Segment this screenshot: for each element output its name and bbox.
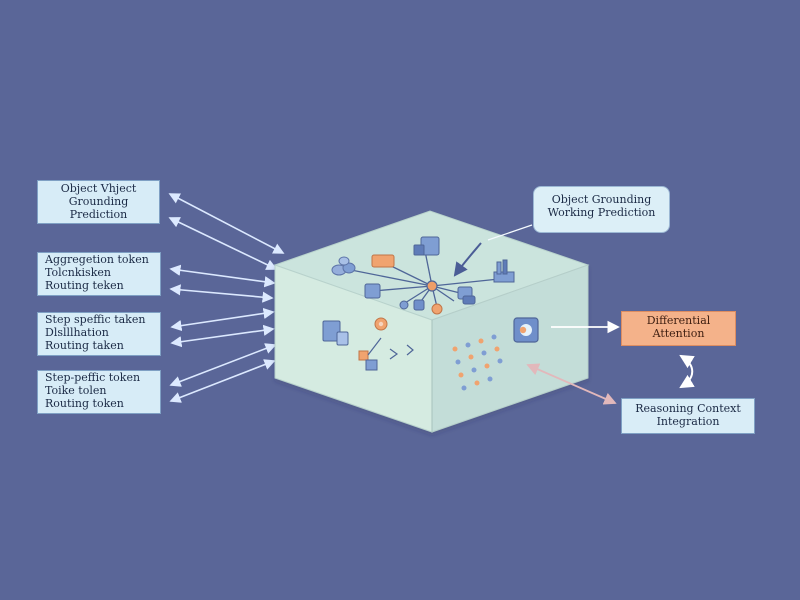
object-grounding-line-2: Grounding — [68, 194, 129, 208]
network-link — [345, 268, 433, 287]
cube-group — [273, 210, 590, 433]
callout-leader-line — [487, 224, 533, 241]
object-working-prediction-callout: Object Grounding Working Prediction — [533, 186, 670, 233]
network-node-top-machine — [413, 236, 440, 256]
arrow-to-reasoning-context — [526, 363, 617, 405]
connector-distillation-bottom — [170, 324, 275, 348]
network-link — [372, 285, 433, 292]
object-grounding-line-3: Prediction — [69, 207, 128, 221]
connector-step-top — [169, 343, 277, 387]
right-face-dot-grid — [452, 334, 503, 391]
arrow-between-right-boxes — [679, 354, 695, 389]
connector-object-top — [168, 193, 285, 254]
distillation-line-3: Routing taken — [45, 338, 124, 352]
aggregation-line-2: Tolcnkisken — [45, 265, 111, 279]
front-icon-orange-flow — [358, 337, 382, 371]
callout-line-1: Object Grounding — [551, 193, 652, 206]
network-node-left-cube — [364, 283, 381, 299]
left-connector-arrows — [168, 193, 285, 403]
aggregation-line-3: Routing teken — [45, 278, 124, 292]
network-link — [431, 278, 500, 287]
aggregation-line-1: Aggregetion token — [45, 253, 149, 266]
network-node-right-cluster — [457, 286, 476, 305]
connector-object-bottom — [168, 217, 278, 270]
connector-step-bottom — [169, 359, 276, 403]
connector-distillation-top — [170, 307, 275, 332]
attention-line-2: Attention — [652, 326, 705, 340]
reasoning-context-box: Reasoning Context Integration — [621, 398, 755, 434]
distillation-token-box: Step speffic taken Dlslllhation Routing … — [37, 312, 161, 356]
step-line-2: Toike tolen — [45, 383, 107, 397]
step-token-box: Step-peffic token Toike tolen Routing to… — [37, 370, 161, 414]
network-node-lower-group — [399, 299, 443, 315]
connector-aggregation-bottom — [169, 284, 274, 303]
network-on-cube-top — [331, 224, 533, 315]
reasoning-line-1: Reasoning Context — [635, 402, 741, 415]
front-face-icons — [322, 317, 414, 371]
front-icon-orange-gear — [374, 317, 388, 331]
network-nodes — [331, 236, 515, 315]
differential-attention-box: Differential Attention — [621, 311, 736, 346]
aggregation-token-box: Aggregetion token Tolcnkisken Routing te… — [37, 252, 161, 296]
front-icon-document-stack — [322, 320, 349, 346]
right-face-icons — [452, 317, 539, 391]
distillation-line-2: Dlslllhation — [45, 325, 109, 339]
network-link — [424, 250, 433, 287]
object-grounding-line-1: Object Vhject — [60, 182, 137, 195]
step-line-1: Step-peffic token — [45, 371, 141, 384]
network-node-orange-block — [371, 254, 395, 268]
network-center-node — [426, 280, 438, 292]
object-grounding-box: Object Vhject Grounding Prediction — [37, 180, 160, 224]
connector-aggregation-top — [169, 264, 276, 288]
network-node-bottle-cluster — [331, 256, 356, 276]
callout-line-2: Working Prediction — [547, 205, 656, 219]
step-line-3: Routing token — [45, 396, 124, 410]
attention-line-1: Differential — [646, 314, 711, 327]
network-node-right-factory — [493, 259, 515, 283]
distillation-line-1: Step speffic taken — [45, 313, 146, 326]
right-connectors — [526, 320, 695, 405]
right-face-module-icon — [513, 317, 539, 343]
callout-pointer-arrow — [453, 242, 482, 277]
reasoning-line-2: Integration — [656, 414, 720, 428]
front-icon-small-arrows — [389, 344, 414, 360]
